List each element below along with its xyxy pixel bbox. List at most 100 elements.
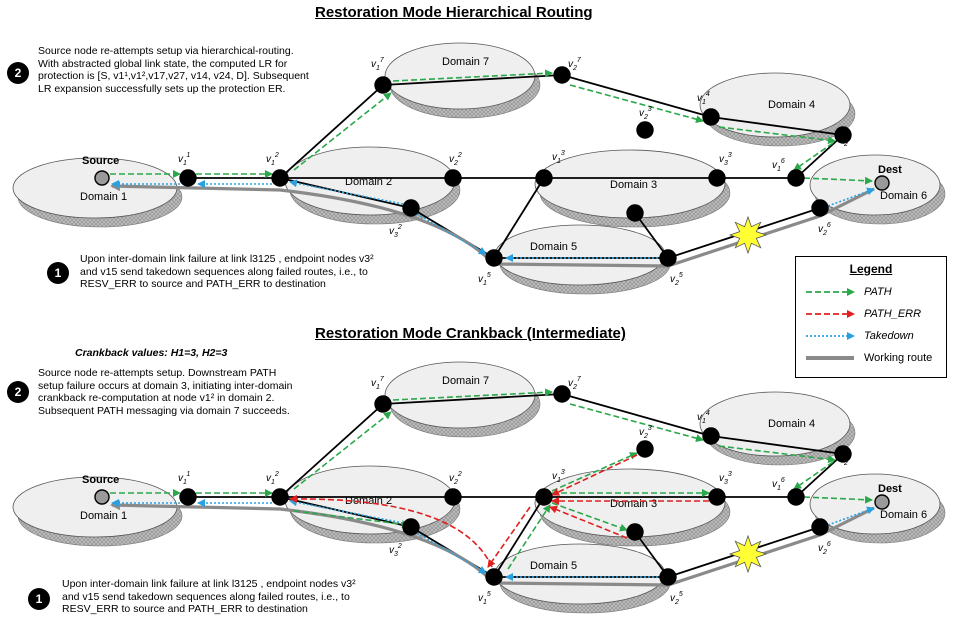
domain-label: Domain 6 (880, 509, 927, 521)
dest-label: Dest (878, 483, 902, 495)
domain-label: Domain 1 (80, 510, 127, 522)
network-node (626, 523, 644, 541)
node-label: v26 (818, 541, 831, 556)
takedown-arrow (416, 213, 487, 255)
top-step1-note: Upon inter-domain link failure at link l… (80, 253, 410, 291)
network-node (374, 76, 392, 94)
node-label: v22 (449, 471, 462, 486)
network-node (659, 568, 677, 586)
path-arrow (551, 452, 638, 492)
path-arrow (293, 411, 392, 490)
network-node (535, 169, 553, 187)
node-label: v11 (178, 152, 190, 167)
bottom-step2-badge: 2 (7, 381, 29, 403)
node-label: v32 (389, 224, 402, 239)
network-node (402, 199, 420, 217)
network-node (626, 204, 644, 222)
path-err-arrow (487, 506, 531, 568)
inter-domain-link (561, 393, 712, 437)
node-label: v27 (568, 376, 582, 391)
node-label: v33 (719, 152, 732, 167)
legend-box: Legend PATH PATH_ERR Takedown Working ro… (795, 256, 947, 378)
network-node (179, 169, 197, 187)
path-arrow (803, 176, 873, 185)
node-label: v27 (568, 57, 582, 72)
node-label: v13 (552, 469, 565, 484)
legend-title: Legend (849, 262, 893, 276)
top-step2-badge: 2 (7, 62, 29, 84)
top-step1-line: and v15 send takedown sequences along fa… (80, 265, 368, 278)
domain-ellipse (384, 42, 536, 110)
path-arrow (293, 92, 392, 171)
domain-label: Domain 4 (768, 99, 815, 111)
top-step1-badge: 1 (47, 262, 69, 284)
domain-ellipse (384, 361, 536, 429)
node-label: v23 (639, 106, 652, 121)
node-label: v15 (478, 272, 491, 287)
node-label: v26 (818, 222, 831, 237)
network-node (811, 199, 829, 217)
inter-domain-link (493, 496, 545, 578)
network-node (708, 488, 726, 506)
node-label: v22 (449, 152, 462, 167)
inter-domain-link (710, 435, 844, 455)
path-arrow (793, 461, 834, 490)
network-node (636, 121, 654, 139)
network-node (444, 488, 462, 506)
path-arrow (569, 84, 704, 124)
path-arrow (507, 504, 551, 570)
path-arrow (293, 510, 410, 529)
network-node (535, 488, 553, 506)
domain-label: Domain 5 (530, 560, 577, 572)
inter-domain-link (634, 212, 669, 259)
inter-domain-link (279, 403, 384, 498)
bottom-step1-line: RESV_ERR to source and PATH_ERR to desti… (62, 603, 308, 615)
legend-label: Takedown (864, 330, 914, 342)
node-label: v17 (371, 57, 385, 72)
network-node (787, 488, 805, 506)
node-label: v32 (389, 543, 402, 558)
network-node (834, 126, 852, 144)
node-label: v33 (719, 471, 732, 486)
domain-ellipse (494, 543, 666, 605)
network-node (374, 395, 392, 413)
network-node (402, 518, 420, 536)
source-label: Source (82, 155, 119, 167)
top-step2-line: protection is [S, v1¹,v1²,v17,v27, v14, … (38, 70, 309, 82)
domain-label: Domain 3 (610, 179, 657, 191)
legend-item-path-err: PATH_ERR (806, 306, 921, 322)
network-node (636, 440, 654, 458)
domain-label: Domain 1 (80, 191, 127, 203)
domain-label: Domain 7 (442, 375, 489, 387)
path-arrow (718, 445, 836, 464)
top-step2-line: With abstracted global link state, the c… (38, 57, 288, 70)
network-node (485, 249, 503, 267)
top-step1-line: RESV_ERR to source and PATH_ERR to desti… (80, 278, 326, 290)
node-label: v14 (697, 410, 710, 425)
inter-domain-link (493, 177, 545, 259)
node-label: v16 (772, 158, 785, 173)
node-label: v13 (552, 150, 565, 165)
path-arrow (718, 126, 836, 145)
endpoint-node (94, 170, 110, 186)
failure-burst-icon (728, 534, 768, 574)
top-title: Restoration Mode Hierarchical Routing (315, 4, 593, 21)
network-node (271, 488, 289, 506)
path-arrow (793, 142, 834, 171)
path-err-arrow (551, 454, 638, 496)
endpoint-node (874, 175, 890, 191)
legend-label: PATH (864, 286, 892, 298)
bottom-step1-note: Upon inter-domain link failure at link l… (62, 578, 392, 616)
dest-label: Dest (878, 164, 902, 176)
bottom-step2-line: Source node re-attempts setup. Downstrea… (38, 367, 277, 379)
network-node (179, 488, 197, 506)
network-node (271, 169, 289, 187)
bottom-step2-line: crankback re-computation at node v1² in … (38, 392, 275, 404)
legend-label: Working route (864, 352, 933, 364)
inter-domain-link (561, 74, 712, 118)
node-label: v12 (266, 152, 279, 167)
legend-item-working-route: Working route (806, 350, 932, 366)
node-label: v14 (697, 91, 710, 106)
path-arrow (551, 502, 628, 532)
